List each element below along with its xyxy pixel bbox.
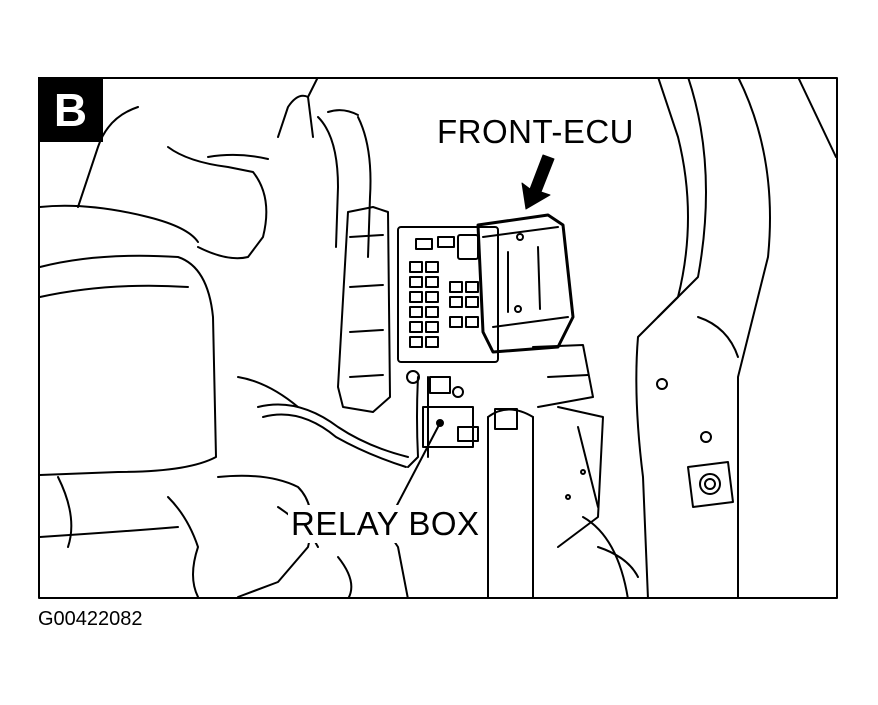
- relay-box-label: RELAY BOX: [288, 505, 483, 543]
- wiring-harness: [257, 403, 409, 458]
- front-ecu-label: FRONT-ECU: [434, 113, 637, 151]
- front-ecu-arrow: [521, 154, 555, 210]
- relay-stack: [337, 206, 391, 413]
- upper-hose: [317, 116, 372, 258]
- panel-letter: B: [53, 83, 88, 136]
- front-ecu-box: [476, 213, 575, 354]
- fender-panel: [635, 77, 689, 599]
- air-box-housing: [39, 254, 217, 476]
- figure-border: [38, 77, 838, 599]
- main-hose: [487, 416, 534, 598]
- mount-bolt: [687, 461, 734, 508]
- fuse-array: [409, 261, 479, 348]
- figure-code: G00422082: [38, 608, 143, 630]
- relay-box-leader: [394, 424, 440, 510]
- relay-block: [397, 226, 499, 363]
- engine-bay-illustration: [38, 77, 838, 599]
- panel-letter-badge: B: [38, 77, 103, 142]
